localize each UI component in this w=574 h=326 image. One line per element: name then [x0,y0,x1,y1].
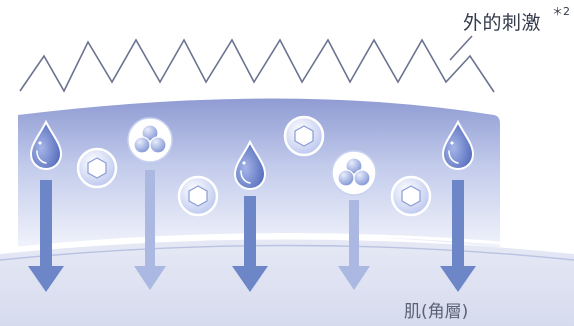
footnote-mark: ＊2 [552,5,570,18]
water-drop-icon [233,139,267,191]
arrow-dark-1 [28,180,64,292]
triple-sphere-cluster-icon [331,150,377,196]
arrow-light-2 [338,200,370,290]
skin-surface-line [0,244,574,261]
triple-sphere-cluster-icon [127,117,173,163]
hexagon-molecule-icon [283,115,325,157]
hexagon-molecule-icon [76,147,118,189]
arrow-dark-3 [440,180,476,292]
hexagon-molecule-icon [390,175,432,217]
arrow-light-1 [134,170,166,290]
irritant-leader-line [449,35,473,61]
arrow-dark-2 [232,196,268,292]
skin-layer [0,239,574,326]
hexagon-molecule-icon [177,175,219,217]
band-edge-line [0,233,574,252]
water-drop-icon [29,119,63,171]
water-drop-icon [441,119,475,171]
skin-layer-label: 肌(角層) [404,302,469,322]
irritant-zigzag [19,38,495,93]
external-irritant-label: 外的刺激 [463,12,542,34]
